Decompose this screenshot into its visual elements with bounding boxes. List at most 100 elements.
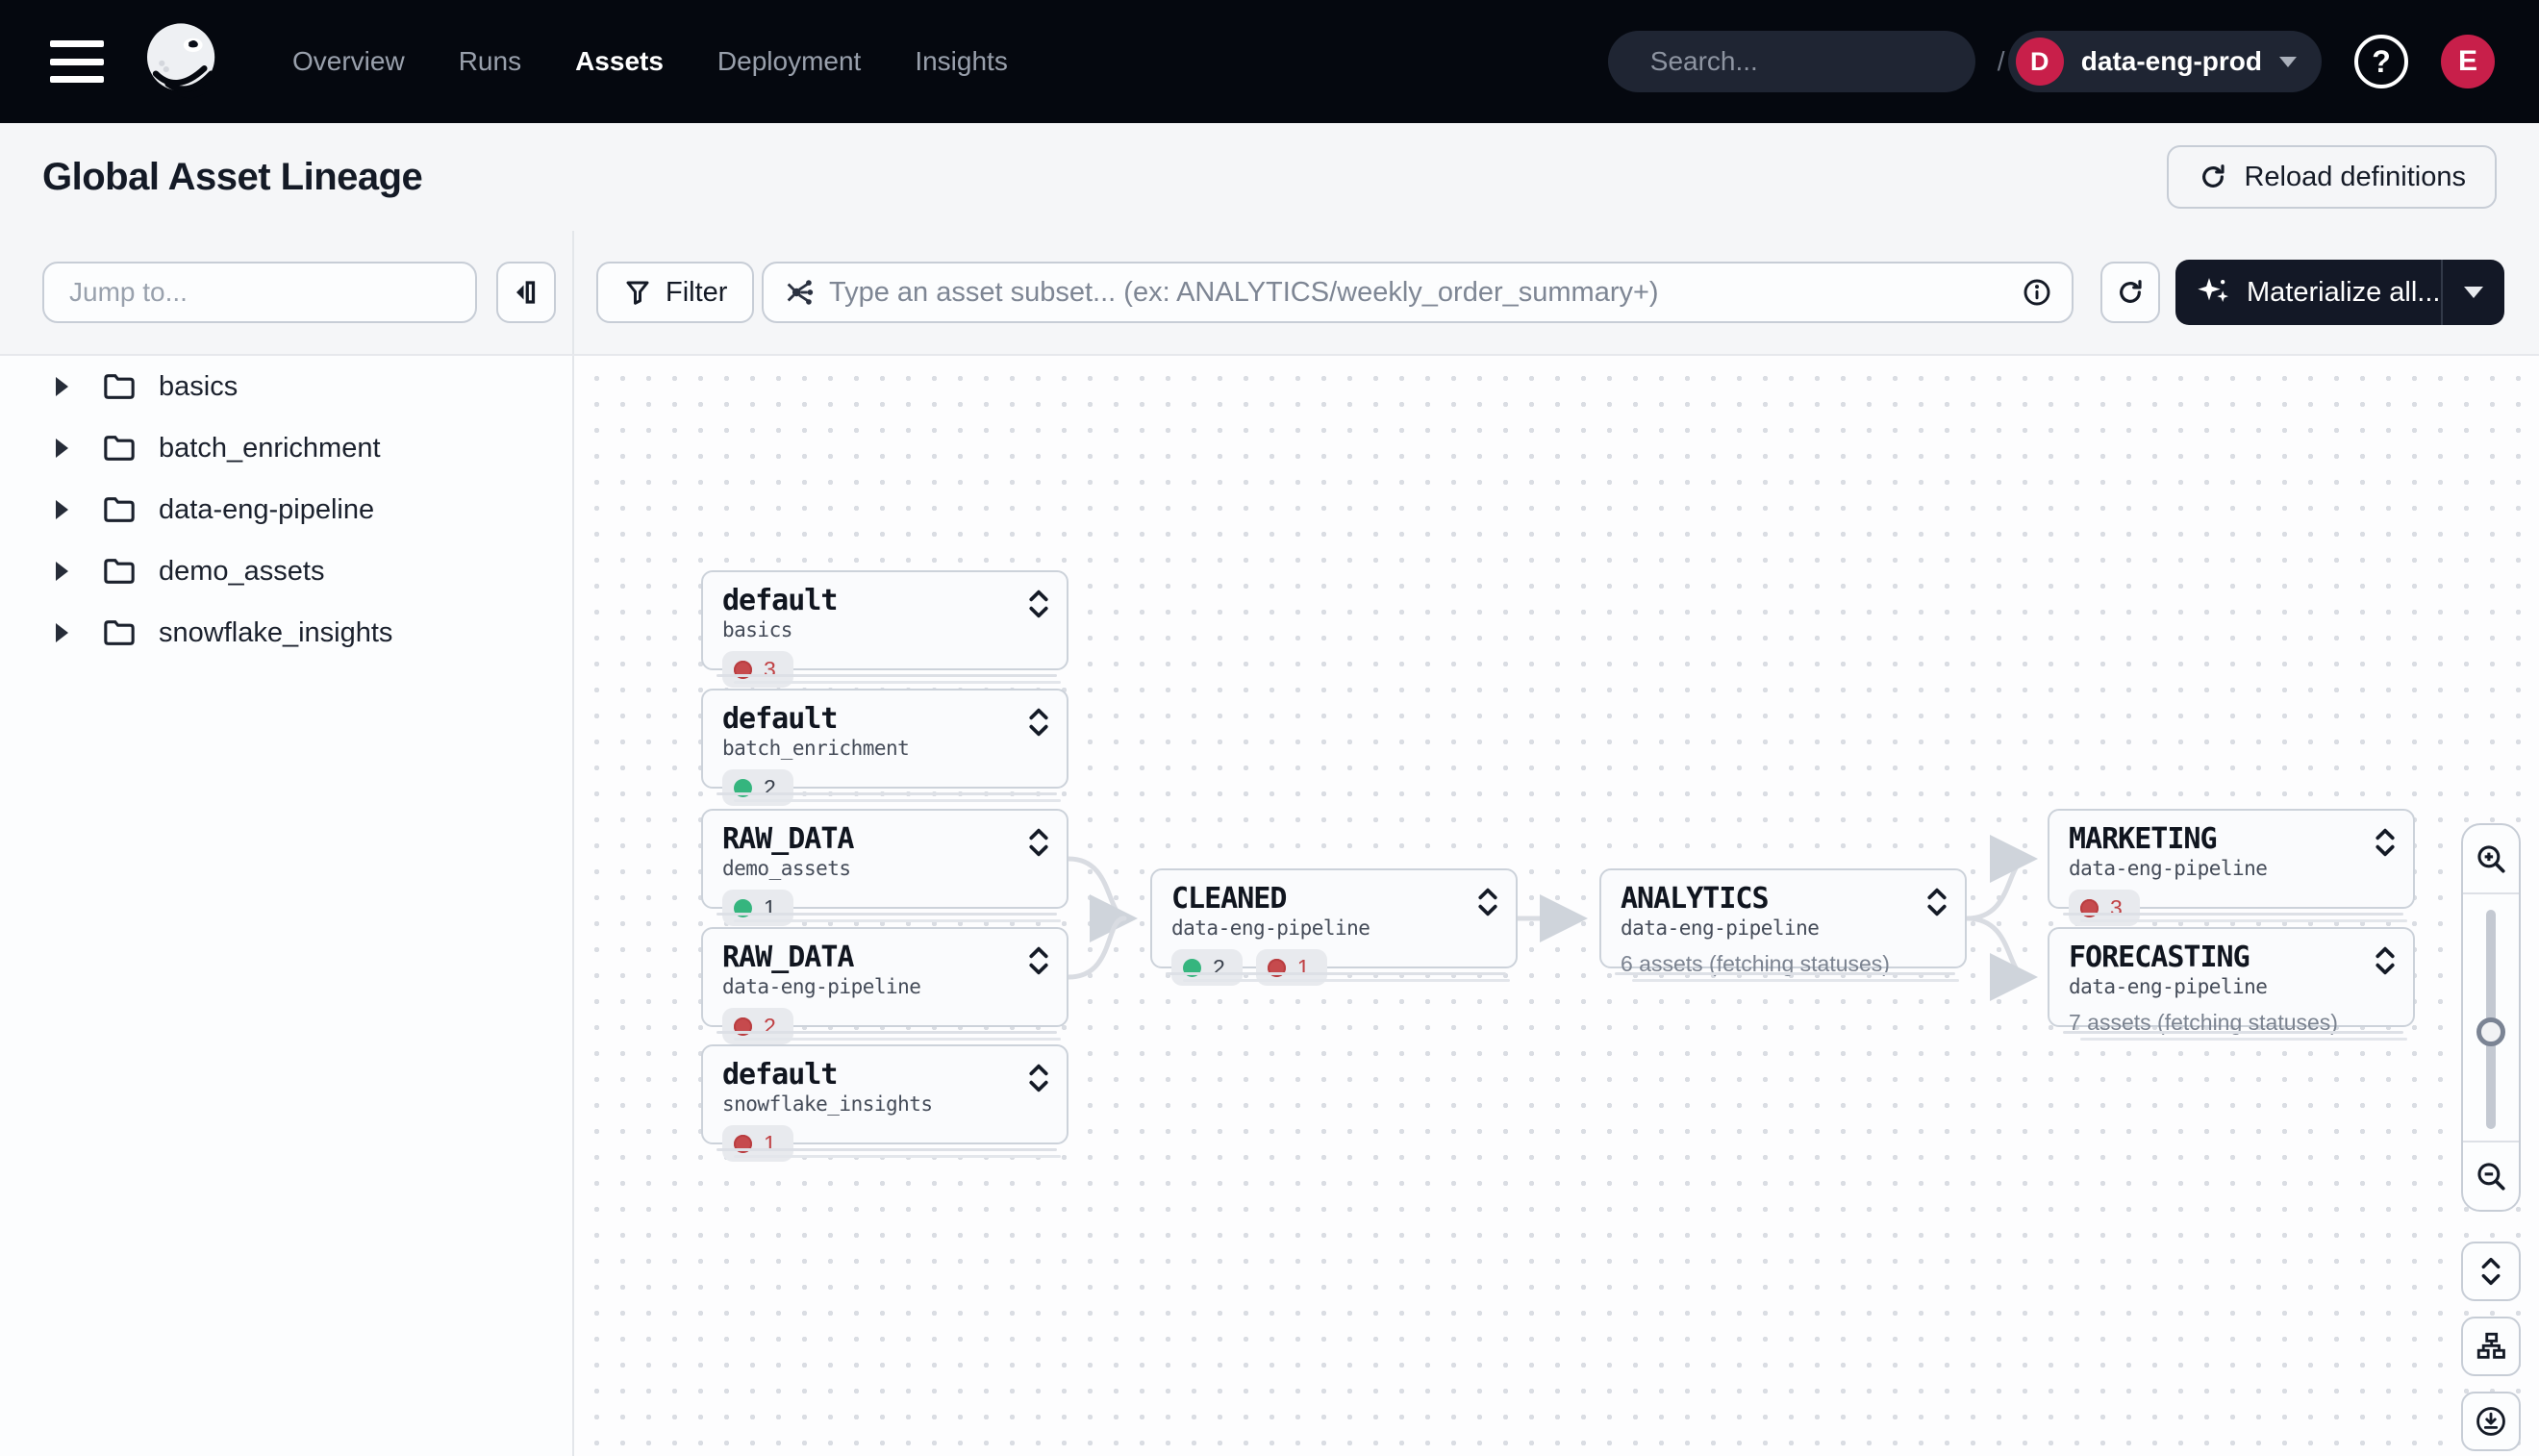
group-node-title: MARKETING [2069, 822, 2218, 856]
group-node-repo: basics [722, 618, 792, 641]
zoom-control [2461, 823, 2521, 1212]
group-node-repo: data-eng-pipeline [1171, 916, 1370, 940]
zoom-slider-thumb[interactable] [2476, 1017, 2505, 1046]
failed-dot-icon [734, 1017, 752, 1036]
hamburger-menu-icon[interactable] [50, 40, 104, 83]
group-node-default-batch-enrichment[interactable]: default batch_enrichment 2 [701, 689, 1068, 806]
nav-item-assets[interactable]: Assets [575, 46, 664, 76]
filter-funnel-icon [626, 281, 649, 305]
expand-collapse-all-button[interactable] [2461, 1242, 2521, 1301]
sidebar-item-data-eng-pipeline[interactable]: data-eng-pipeline [0, 479, 572, 540]
group-node-title: CLEANED [1171, 882, 1287, 916]
nav-item-runs[interactable]: Runs [458, 46, 522, 76]
caret-right-icon[interactable] [56, 377, 68, 396]
group-node-repo: demo_assets [722, 857, 851, 880]
sidebar-item-batch-enrichment[interactable]: batch_enrichment [0, 417, 572, 479]
group-node-analytics[interactable]: ANALYTICS data-eng-pipeline 6 assets (fe… [1599, 868, 1967, 982]
caret-right-icon[interactable] [56, 439, 68, 458]
sidebar-item-label: data-eng-pipeline [159, 493, 375, 525]
search-input[interactable] [1649, 46, 1998, 77]
help-icon[interactable]: ? [2354, 35, 2408, 88]
workspace-name: data-eng-prod [2080, 46, 2262, 76]
caret-right-icon[interactable] [56, 562, 68, 581]
asset-graph-icon [787, 280, 814, 305]
zoom-out-icon [2477, 1163, 2505, 1191]
sparkles-icon [2198, 278, 2228, 302]
unfold-icon[interactable] [1026, 944, 1051, 977]
unfold-icon[interactable] [1026, 1062, 1051, 1094]
jump-to-input[interactable] [42, 262, 477, 323]
group-node-title: RAW_DATA [722, 941, 855, 974]
group-node-rawdata-demo-assets[interactable]: RAW_DATA demo_assets 1 [701, 809, 1068, 926]
materialized-dot-icon [1183, 958, 1201, 977]
page-title: Global Asset Lineage [42, 155, 423, 198]
caret-right-icon[interactable] [56, 623, 68, 642]
caret-right-icon[interactable] [56, 500, 68, 519]
nav-item-deployment[interactable]: Deployment [716, 46, 862, 76]
folder-icon [104, 620, 135, 645]
status-badge-materialized: 2 [1171, 949, 1243, 986]
chevron-down-icon [2464, 287, 2483, 298]
asset-subset-input[interactable] [829, 276, 2022, 309]
nav-item-overview[interactable]: Overview [292, 46, 405, 76]
group-node-repo: batch_enrichment [722, 737, 910, 760]
user-avatar[interactable]: E [2441, 35, 2495, 88]
asset-subset-field[interactable] [762, 262, 2074, 323]
group-node-repo: snowflake_insights [722, 1092, 933, 1116]
unfold-icon[interactable] [1026, 588, 1051, 620]
top-navbar: Overview Runs Assets Deployment Insights… [0, 0, 2539, 123]
collapse-sidebar-button[interactable] [496, 262, 556, 323]
unfold-icon[interactable] [1026, 826, 1051, 859]
relayout-graph-button[interactable] [2461, 1317, 2521, 1376]
lineage-canvas[interactable]: default basics 3 default batch_enrichmen… [574, 356, 2539, 1456]
zoom-in-icon [2477, 845, 2505, 873]
materialize-all-label: Materialize all... [2247, 276, 2441, 308]
group-node-title: default [722, 1058, 838, 1092]
sidebar-item-label: demo_assets [159, 555, 325, 587]
refresh-graph-button[interactable] [2100, 262, 2160, 323]
group-node-title: default [722, 584, 838, 617]
unfold-icon[interactable] [1475, 886, 1500, 918]
sidebar-item-snowflake-insights[interactable]: snowflake_insights [0, 602, 572, 664]
sidebar-item-basics[interactable]: basics [0, 356, 572, 417]
status-badge-failed: 2 [722, 1008, 793, 1044]
failed-dot-icon [734, 660, 752, 679]
group-node-forecasting[interactable]: FORECASTING data-eng-pipeline 7 assets (… [2048, 927, 2415, 1041]
hierarchy-icon [2476, 1332, 2505, 1359]
unfold-icon[interactable] [2373, 944, 2398, 977]
group-node-cleaned[interactable]: CLEANED data-eng-pipeline 2 1 [1150, 868, 1518, 986]
global-search[interactable]: / [1607, 31, 2005, 92]
sidebar-item-demo-assets[interactable]: demo_assets [0, 540, 572, 602]
button-divider [2441, 260, 2443, 325]
group-node-default-snowflake-insights[interactable]: default snowflake_insights 1 [701, 1044, 1068, 1162]
filter-button[interactable]: Filter [596, 262, 755, 323]
materialize-all-button[interactable]: Materialize all... [2175, 260, 2504, 325]
search-shortcut-hint: / [1997, 46, 2005, 76]
sidebar-item-label: basics [159, 370, 239, 402]
zoom-out-button[interactable] [2463, 1141, 2519, 1210]
zoom-in-button[interactable] [2463, 825, 2519, 894]
group-node-rawdata-data-eng-pipeline[interactable]: RAW_DATA data-eng-pipeline 2 [701, 927, 1068, 1044]
status-badge-failed: 1 [1255, 949, 1327, 986]
unfold-icon[interactable] [2373, 826, 2398, 859]
group-node-marketing[interactable]: MARKETING data-eng-pipeline 3 [2048, 809, 2415, 926]
group-node-default-basics[interactable]: default basics 3 [701, 570, 1068, 688]
navbar-right: / D data-eng-prod ? E [1607, 31, 2501, 92]
workspace-switcher[interactable]: D data-eng-prod [2007, 31, 2322, 92]
status-badge-failed: 3 [722, 651, 793, 688]
unfold-icon [2481, 1257, 2501, 1286]
status-badge-failed: 3 [2069, 890, 2140, 926]
group-node-repo: data-eng-pipeline [722, 975, 921, 998]
info-icon[interactable] [2022, 277, 2052, 308]
dagster-logo [147, 23, 218, 99]
unfold-icon[interactable] [1924, 886, 1949, 918]
group-node-title: RAW_DATA [722, 822, 855, 856]
canvas-top-border [0, 354, 2539, 356]
download-image-button[interactable] [2461, 1392, 2521, 1451]
nav-item-insights[interactable]: Insights [915, 46, 1008, 76]
reload-definitions-button[interactable]: Reload definitions [2167, 145, 2497, 209]
unfold-icon[interactable] [1026, 706, 1051, 739]
materialize-options-button[interactable] [2443, 260, 2504, 325]
refresh-icon [2120, 280, 2142, 303]
